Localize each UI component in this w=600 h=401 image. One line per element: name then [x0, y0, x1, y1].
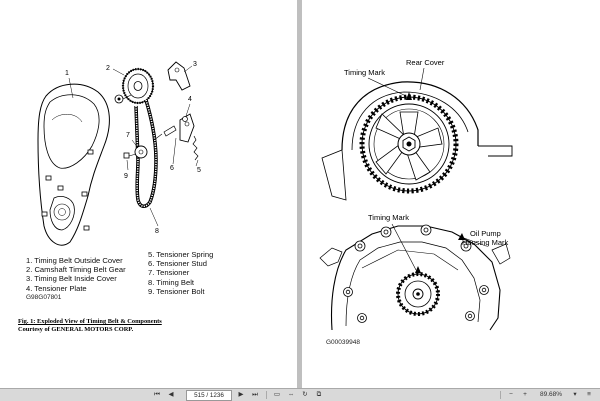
callout-7: 7: [126, 132, 130, 139]
zoom-out-icon[interactable]: −: [509, 391, 513, 398]
figure-caption: Fig. 1: Exploded View of Timing Belt & C…: [18, 318, 162, 333]
legend-item: 3. Timing Belt Inside Cover: [26, 274, 117, 284]
fit-width-icon[interactable]: ⇔: [287, 391, 295, 398]
callout-1: 1: [65, 70, 69, 77]
callout-6: 6: [170, 165, 174, 172]
label-oil-pump: Oil Pump: [470, 229, 501, 238]
legend-item: 2. Camshaft Timing Belt Gear: [26, 265, 126, 275]
zoom-in-icon[interactable]: +: [523, 391, 527, 398]
callout-8: 8: [155, 228, 159, 235]
label-housing-mark: Housing Mark: [462, 238, 509, 247]
callout-9: 9: [124, 173, 128, 180]
pdf-viewer-toolbar: ⏮ ◀ 515 / 1236 ▶ ⏭ ▭ ⇔ ↻ ⧉ − + 89.68% ▾ …: [0, 388, 600, 401]
label-rear-cover: Rear Cover: [406, 58, 445, 67]
menu-icon[interactable]: ≡: [587, 391, 591, 398]
last-page-icon[interactable]: ⏭: [252, 391, 258, 398]
figure-code-right: G00039948: [326, 339, 360, 346]
caption-credit: Courtesy of GENERAL MOTORS CORP.: [18, 325, 134, 333]
legend-item: 8. Timing Belt: [148, 277, 195, 287]
toolbar-divider: [500, 391, 501, 399]
callout-4: 4: [188, 96, 192, 103]
callout-3: 3: [193, 61, 197, 68]
two-page-icon[interactable]: ⧉: [316, 391, 322, 398]
callout-5: 5: [197, 167, 201, 174]
zoom-level[interactable]: 89.68%: [539, 391, 563, 398]
prev-page-icon[interactable]: ◀: [168, 391, 174, 398]
document-page-right: Timing Mark Rear Cover Timing Mark Oil P…: [302, 0, 600, 388]
callout-2: 2: [106, 65, 110, 72]
timing-belt-exploded-diagram: 1 2 3 4 5 6 7 8 9: [37, 61, 201, 246]
legend-item: 4. Tensioner Plate: [26, 283, 87, 293]
label-timing-mark-top: Timing Mark: [344, 68, 385, 77]
legend-column-2: 5. Tensioner Spring 6. Tensioner Stud 7.…: [148, 250, 213, 296]
figure-code-left: G98G07801: [26, 294, 62, 301]
legend-item: 5. Tensioner Spring: [148, 250, 214, 259]
toolbar-divider: [266, 391, 267, 399]
label-timing-mark-bottom: Timing Mark: [368, 213, 409, 222]
legend-item: 7. Tensioner: [148, 268, 190, 278]
legend-item: 1. Timing Belt Outside Cover: [26, 256, 123, 265]
first-page-icon[interactable]: ⏮: [154, 391, 160, 398]
zoom-dropdown-icon[interactable]: ▾: [573, 391, 577, 398]
document-page-left: 1 2 3 4 5 6 7 8 9 1. Timing Belt Outside…: [0, 0, 297, 388]
legend-item: 6. Tensioner Stud: [148, 259, 207, 269]
page-indicator[interactable]: 515 / 1236: [186, 390, 232, 401]
fit-page-icon[interactable]: ▭: [273, 391, 281, 398]
caption-title: Fig. 1: Exploded View of Timing Belt & C…: [18, 318, 162, 325]
rotate-icon[interactable]: ↻: [302, 391, 308, 398]
legend-item: 9. Tensioner Bolt: [148, 286, 205, 296]
legend-column-1: 1. Timing Belt Outside Cover 2. Camshaft…: [26, 256, 126, 293]
next-page-icon[interactable]: ▶: [238, 391, 244, 398]
timing-mark-diagrams: Timing Mark Rear Cover Timing Mark Oil P…: [319, 58, 513, 331]
